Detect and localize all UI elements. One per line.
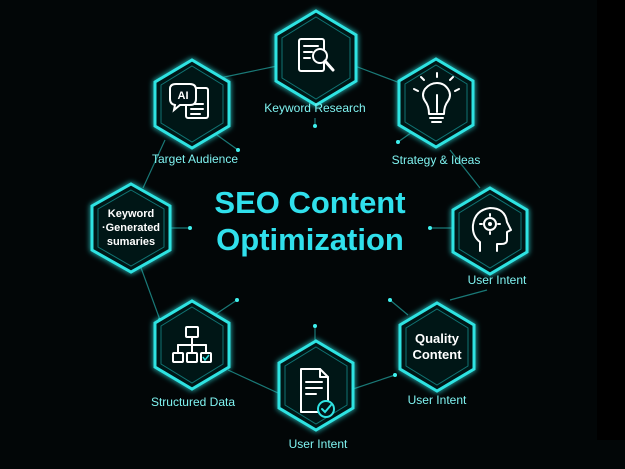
node-label: User Intent	[289, 437, 348, 451]
hexagon-inner	[160, 65, 224, 143]
node-strategy-ideas: Strategy & Ideas	[392, 57, 481, 167]
document-search-icon	[298, 38, 335, 72]
center-title: SEO Content Optimization	[214, 185, 405, 257]
node-label: User Intent	[468, 273, 527, 287]
hierarchy-icon	[172, 326, 212, 363]
connector	[449, 149, 481, 189]
connector	[389, 299, 409, 316]
node-user-intent-bottom: User Intent	[277, 339, 355, 451]
node-quality-content: Quality Content User Intent	[398, 301, 476, 407]
connector-dot	[393, 373, 397, 377]
connector-dot	[428, 226, 432, 230]
node-label: User Intent	[408, 393, 467, 407]
edge-band	[597, 0, 625, 440]
lightbulb-icon	[413, 72, 460, 123]
node-label: Target Audience	[152, 152, 238, 166]
node-inside-text: Keyword	[108, 208, 154, 220]
node-keyword-research: Keyword Research	[264, 9, 366, 115]
head-gear-icon	[471, 207, 512, 252]
node-target-audience: AI Target Audience	[152, 58, 238, 166]
node-label: Strategy & Ideas	[392, 153, 481, 167]
connector-dot	[235, 298, 239, 302]
connector	[139, 264, 161, 321]
node-structured-data: Structured Data	[151, 299, 235, 409]
connector-dot	[396, 140, 400, 144]
title-line-2: Optimization	[216, 222, 404, 257]
connector-dot	[236, 148, 240, 152]
connector	[349, 374, 396, 391]
connector-dot	[313, 324, 317, 328]
hexagon-inner	[458, 193, 522, 269]
ai-icon-text: AI	[178, 90, 189, 102]
connector	[449, 289, 488, 301]
hexagon	[398, 301, 476, 393]
node-inside-text: sumaries	[107, 236, 155, 248]
connector-dot	[313, 124, 317, 128]
connector	[142, 139, 166, 189]
hexagon-inner	[97, 189, 165, 267]
node-inside-text: ·Generated	[102, 222, 160, 234]
connector-dot	[188, 226, 192, 230]
document-check-icon	[300, 368, 335, 418]
ai-document-icon: AI	[169, 83, 209, 119]
hexagon-inner	[404, 64, 468, 142]
hexagon-inner	[281, 16, 351, 100]
node-inside-text: Content	[412, 347, 462, 362]
hexagon-inner	[284, 346, 348, 425]
hexagon	[277, 339, 355, 432]
node-user-intent-right: User Intent	[451, 186, 529, 287]
node-keyword-summaries: Keyword ·Generated sumaries	[90, 182, 172, 274]
node-label: Keyword Research	[264, 101, 365, 115]
hexagon-inner	[405, 308, 469, 386]
connector-dot	[388, 298, 392, 302]
hexagon-inner	[160, 306, 224, 384]
title-line-1: SEO Content	[214, 185, 405, 220]
connector	[227, 369, 279, 394]
node-inside-text: Quality	[415, 331, 460, 346]
node-label: Structured Data	[151, 395, 235, 409]
hexagon	[90, 182, 172, 274]
